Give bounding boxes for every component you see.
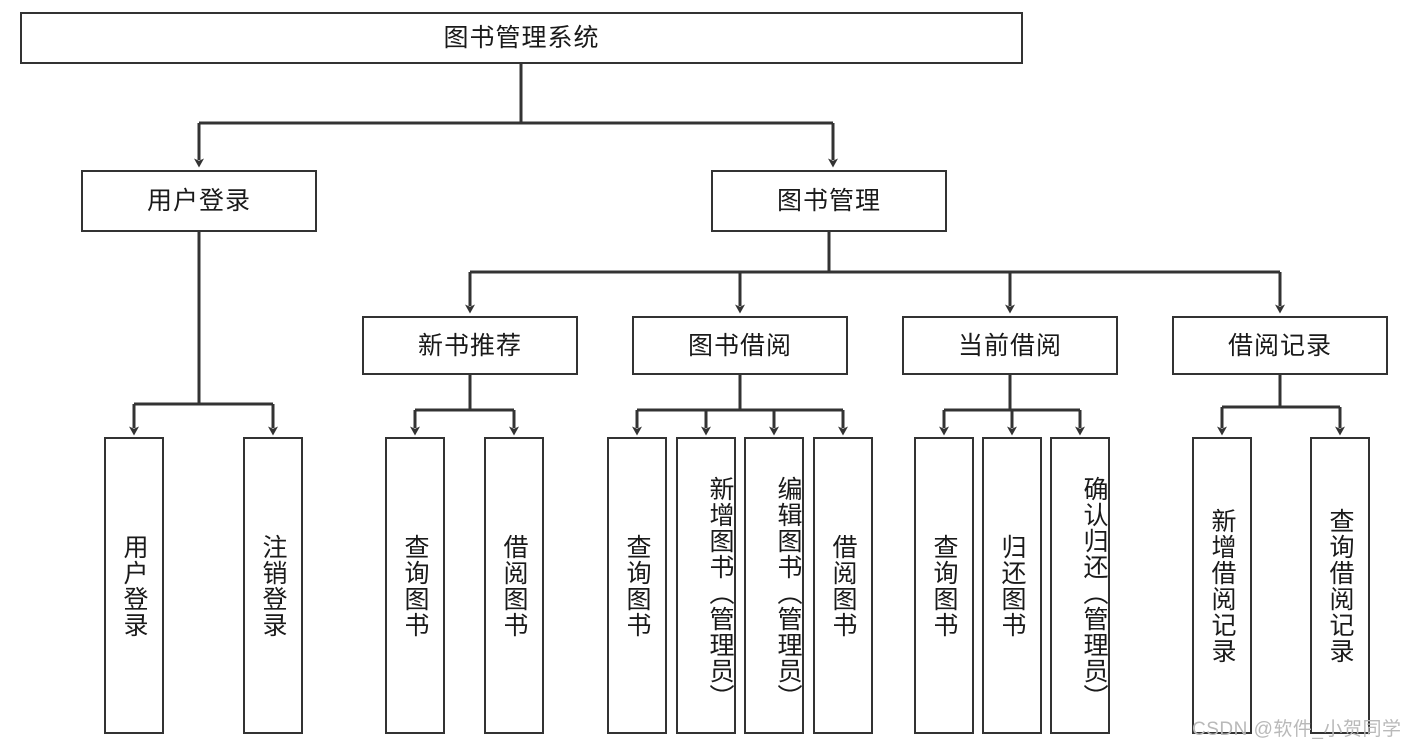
- leaf-borrow-book-recommendation[interactable]: 借阅图书: [484, 437, 544, 734]
- leaf-confirm-return-admin[interactable]: 确认归还（管理员）: [1050, 437, 1110, 734]
- leaf-return-book[interactable]: 归还图书: [982, 437, 1042, 734]
- leaf-query-book-recommendation[interactable]: 查询图书: [385, 437, 445, 734]
- leaf-query-book-current[interactable]: 查询图书: [914, 437, 974, 734]
- node-book-borrow[interactable]: 图书借阅: [632, 316, 848, 375]
- leaf-query-book-borrow[interactable]: 查询图书: [607, 437, 667, 734]
- leaf-borrow-book[interactable]: 借阅图书: [813, 437, 873, 734]
- node-new-book-recommendation[interactable]: 新书推荐: [362, 316, 578, 375]
- node-user-login[interactable]: 用户登录: [81, 170, 317, 232]
- node-book-manage[interactable]: 图书管理: [711, 170, 947, 232]
- node-borrow-record[interactable]: 借阅记录: [1172, 316, 1388, 375]
- leaf-add-book-admin[interactable]: 新增图书（管理员）: [676, 437, 736, 734]
- leaf-add-borrow-record[interactable]: 新增借阅记录: [1192, 437, 1252, 734]
- leaf-edit-book-admin[interactable]: 编辑图书（管理员）: [744, 437, 804, 734]
- csdn-watermark: CSDN @软件_小贺同学: [1192, 719, 1402, 740]
- node-current-borrow[interactable]: 当前借阅: [902, 316, 1118, 375]
- node-root-system[interactable]: 图书管理系统: [20, 12, 1023, 64]
- leaf-user-logout[interactable]: 注销登录: [243, 437, 303, 734]
- leaf-query-borrow-record[interactable]: 查询借阅记录: [1310, 437, 1370, 734]
- leaf-user-login[interactable]: 用户登录: [104, 437, 164, 734]
